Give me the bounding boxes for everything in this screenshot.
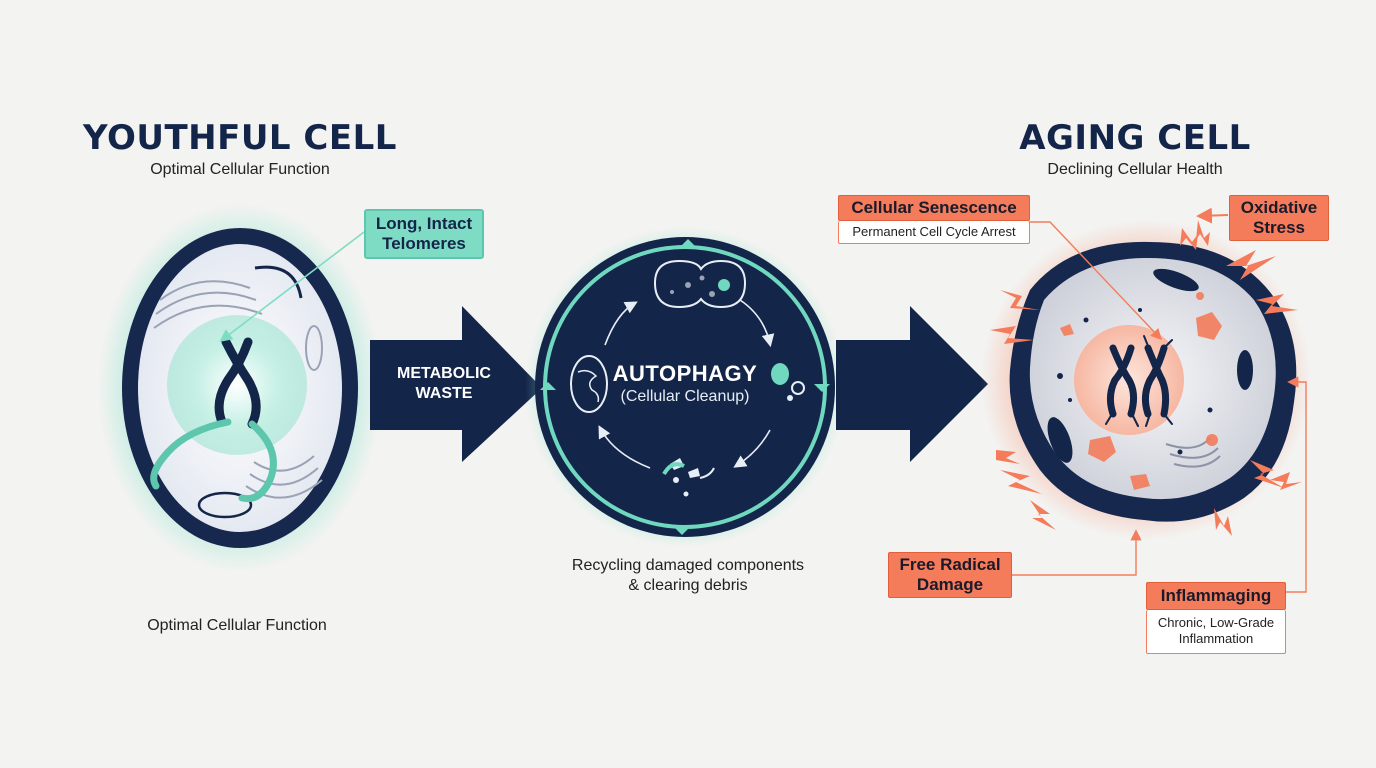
youthful-cell-subtitle: Optimal Cellular Function — [150, 161, 330, 178]
autophagy-subtitle: (Cellular Cleanup) — [620, 388, 750, 405]
youthful-cell-caption: Optimal Cellular Function — [147, 617, 327, 634]
telomeres-label: Long, Intact Telomeres — [364, 209, 484, 259]
oxidative-stress-label: Oxidative Stress — [1229, 195, 1329, 241]
metabolic-waste-arrow — [370, 306, 542, 462]
aging-cell — [981, 207, 1311, 593]
inflammaging-callout: Inflammaging Chronic, Low-Grade Inflamma… — [1146, 582, 1286, 654]
autophagy-caption: Recycling damaged components & clearing … — [571, 557, 805, 594]
metabolic-waste-label: METABOLIC WASTE — [397, 365, 491, 402]
free-radical-label: Free Radical Damage — [888, 552, 1012, 598]
autophagy-title: AUTOPHAGY — [612, 361, 758, 386]
aging-arrow — [836, 306, 988, 462]
senescence-callout: Cellular Senescence Permanent Cell Cycle… — [838, 195, 1030, 244]
inflammaging-detail: Chronic, Low-Grade Inflammation — [1146, 610, 1286, 654]
youthful-cell — [98, 204, 382, 572]
youthful-cell-title: YOUTHFUL CELL — [83, 118, 397, 158]
senescence-detail: Permanent Cell Cycle Arrest — [838, 221, 1030, 244]
senescence-label: Cellular Senescence — [838, 195, 1030, 221]
inflammaging-label: Inflammaging — [1146, 582, 1286, 610]
aging-cell-subtitle: Declining Cellular Health — [1047, 161, 1223, 178]
autophagy-circle — [525, 227, 845, 547]
aging-cell-title: AGING CELL — [1019, 118, 1251, 158]
